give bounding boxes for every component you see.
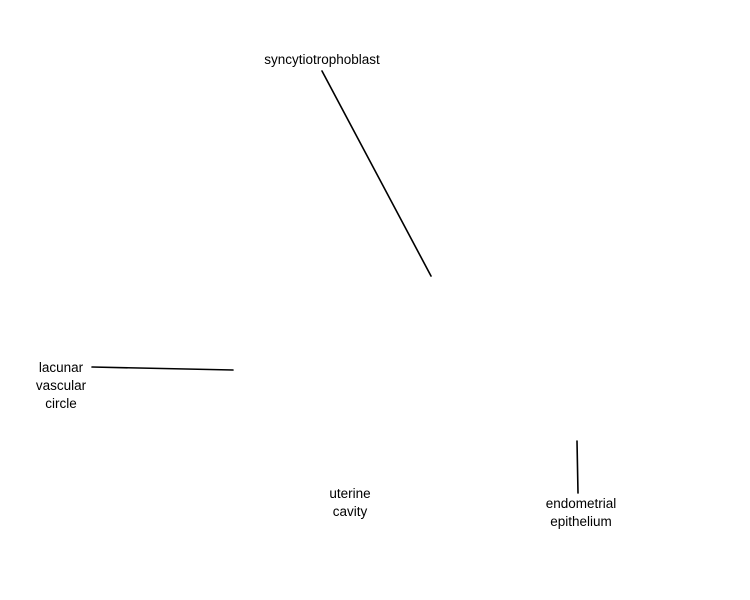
label-lacunar-vascular-circle: lacunar vascular circle	[20, 359, 102, 413]
label-lacunar-line-3: circle	[45, 396, 77, 411]
label-syncytiotrophoblast-line-1: syncytiotrophoblast	[264, 52, 380, 67]
label-endometrial-line-1: endometrial	[545, 496, 617, 511]
leader-line-endometrial-epithelium	[576, 440, 579, 494]
label-endometrial-epithelium: endometrial epithelium	[531, 495, 631, 531]
label-endometrial-line-2: epithelium	[550, 514, 612, 529]
label-uterine-cavity: uterine cavity	[310, 485, 390, 521]
label-lacunar-line-1: lacunar	[38, 360, 84, 375]
label-uterine-line-2: cavity	[332, 504, 368, 519]
label-uterine-line-1: uterine	[329, 486, 371, 501]
label-syncytiotrophoblast: syncytiotrophoblast	[252, 51, 392, 69]
leader-line-syncytiotrophoblast	[321, 70, 432, 277]
label-lacunar-line-2: vascular	[35, 378, 87, 393]
leader-line-lacunar-vascular-circle	[91, 366, 234, 371]
